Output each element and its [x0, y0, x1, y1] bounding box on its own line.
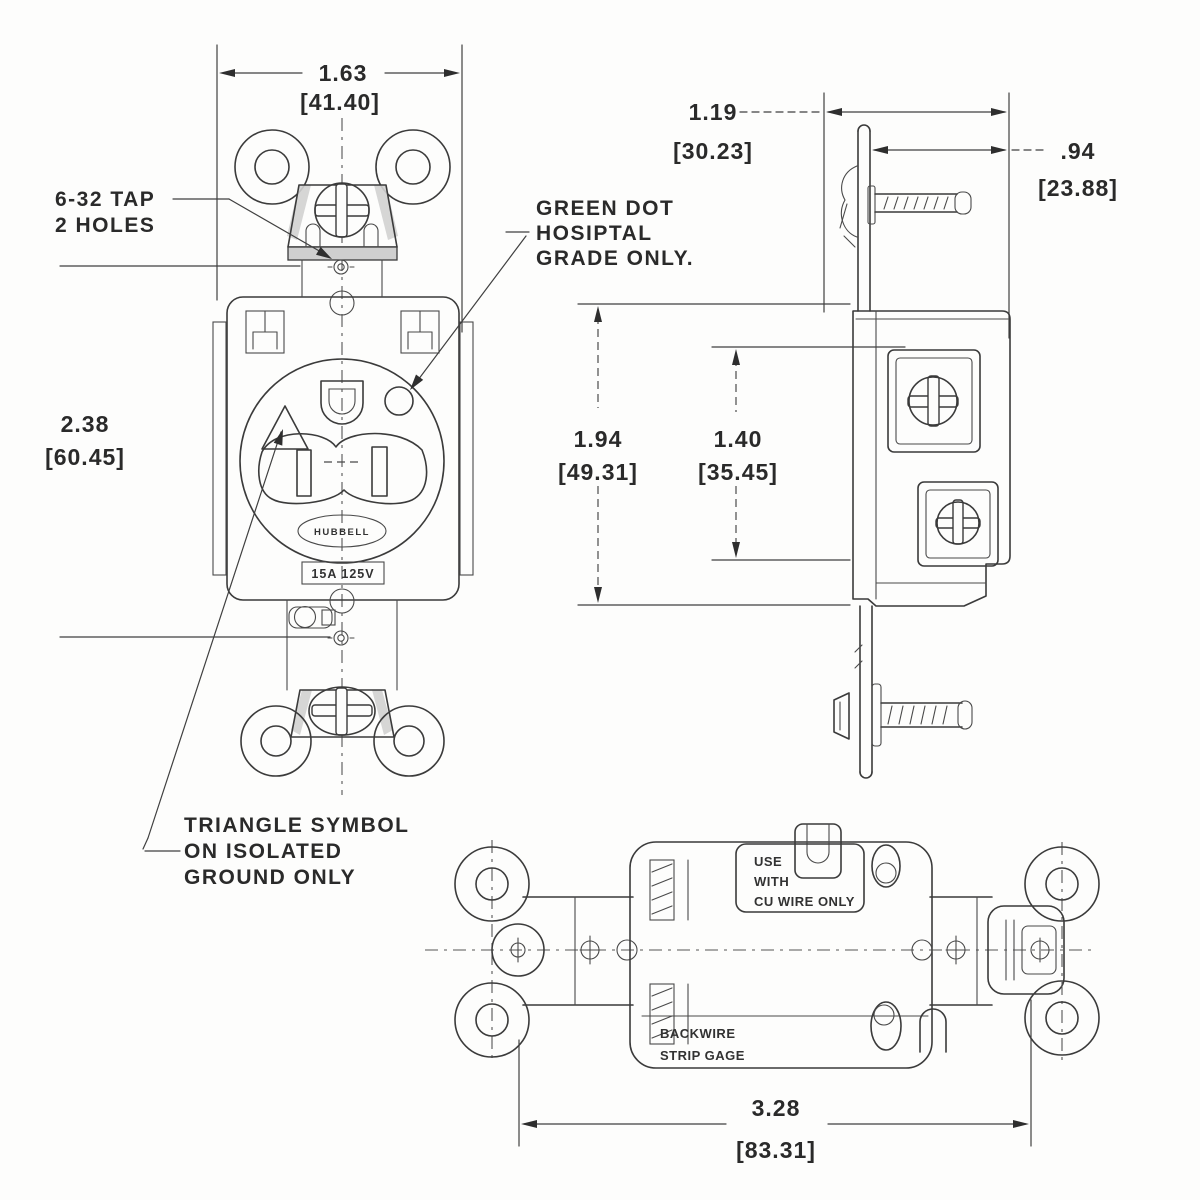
rating-marking: 15A 125V — [311, 567, 374, 581]
isolated-ground-triangle — [261, 405, 309, 450]
dim-depth-overall-mm: [30.23] — [673, 138, 753, 164]
annotations: 6-32 TAP 2 HOLES GREEN DOT HOSIPTAL GRAD… — [55, 188, 694, 889]
dim-face-height-in: 1.40 — [714, 426, 763, 452]
strap-screw-hole-right — [945, 935, 967, 965]
note-green-dot-line1: GREEN DOT — [536, 197, 674, 220]
note-tap-line2: 2 HOLES — [55, 214, 155, 237]
bottom-body-outline — [629, 841, 933, 1069]
green-dot — [384, 386, 414, 416]
use-with-line3: CU WIRE ONLY — [754, 894, 855, 909]
front-bottom-screw — [308, 686, 376, 736]
use-with-line2: WITH — [754, 874, 789, 889]
side-terminal-screw-upper — [887, 349, 981, 453]
side-terminal-screw-lower — [917, 481, 999, 567]
note-triangle-line3: GROUND ONLY — [184, 866, 356, 889]
blade-slot-recess — [258, 432, 428, 505]
note-tap-line1: 6-32 TAP — [55, 188, 155, 211]
leader-arrow-green-dot — [410, 374, 424, 390]
dim-front-width-in: 1.63 — [319, 60, 368, 86]
breakoff-tab-left — [245, 310, 285, 354]
side-view — [577, 92, 1047, 779]
dim-front-width-mm: [41.40] — [300, 89, 380, 115]
brand-marking: HUBBELL — [314, 527, 370, 538]
tap-hole-top — [327, 259, 355, 275]
wire-hole-bottom — [870, 1001, 947, 1053]
dim-overall-length-in: 3.28 — [752, 1095, 801, 1121]
dim-front-height-in: 2.38 — [61, 411, 110, 437]
backwire-line2: STRIP GAGE — [660, 1048, 745, 1063]
front-bottom-mounting-ears — [240, 705, 445, 777]
keyhole-top — [329, 290, 355, 316]
note-triangle-line2: ON ISOLATED — [184, 840, 342, 863]
front-bottom-terminal-bracket — [290, 686, 395, 738]
neutral-clip — [288, 605, 336, 629]
blade-slot-left — [296, 449, 312, 497]
side-strip-left — [212, 321, 227, 576]
keyhole-bottom — [329, 588, 355, 614]
dim-face-height-mm: [35.45] — [698, 459, 778, 485]
front-view: HUBBELL 15A 125V — [59, 44, 474, 795]
ground-slot — [320, 380, 364, 425]
grounding-tab — [794, 823, 842, 879]
wire-clamp — [987, 905, 1065, 995]
dim-depth-body-mm: [23.88] — [1038, 175, 1118, 201]
note-green-dot-line2: HOSIPTAL — [536, 222, 653, 245]
front-body-outline — [226, 296, 460, 601]
backwire-label: BACKWIRE STRIP GAGE — [660, 1026, 745, 1063]
bottom-right-mounting-ears — [1024, 842, 1100, 1060]
front-top-mounting-ears — [234, 129, 451, 205]
mounting-screw-top — [867, 185, 972, 225]
dim-overall-length-mm: [83.31] — [736, 1137, 816, 1163]
dim-body-height-mm: [49.31] — [558, 459, 638, 485]
side-strip-right — [459, 321, 474, 576]
use-with-plate: USE WITH CU WIRE ONLY — [735, 843, 865, 913]
bottom-left-mounting-ears — [454, 840, 545, 1064]
note-green-dot-line3: GRADE ONLY. — [536, 247, 694, 270]
dim-body-height-in: 1.94 — [574, 426, 623, 452]
dim-front-height-mm: [60.45] — [45, 444, 125, 470]
mounting-strap-bottom — [854, 605, 873, 779]
front-top-terminal-bracket — [287, 182, 398, 261]
backwire-ribs — [649, 859, 689, 1045]
breakoff-tab-right — [400, 310, 440, 354]
note-triangle-line1: TRIANGLE SYMBOL — [184, 814, 410, 837]
mounting-screw-bottom — [833, 683, 973, 747]
bottom-view: USE WITH CU WIRE ONLY BACKWIRE STRIP — [425, 823, 1100, 1147]
receptacle-face — [239, 358, 445, 564]
leader-arrow-tap — [316, 246, 332, 259]
side-body-outline — [852, 310, 1011, 607]
leader-arrow-triangle — [273, 429, 283, 446]
strap-screw-hole-left — [579, 935, 601, 965]
dim-depth-overall-in: 1.19 — [689, 99, 738, 125]
backwire-line1: BACKWIRE — [660, 1026, 736, 1041]
blade-slot-right — [371, 446, 388, 497]
dim-depth-body-in: .94 — [1061, 138, 1096, 164]
wire-hole-top — [871, 844, 901, 888]
use-with-line1: USE — [754, 854, 782, 869]
brand-oval — [297, 514, 387, 548]
mounting-strap-top — [839, 124, 871, 312]
front-top-screw — [314, 182, 370, 238]
tap-hole-bottom — [327, 630, 355, 646]
rating-box — [301, 561, 385, 585]
dimension-texts: 1.63 [41.40] 2.38 [60.45] 1.19 [30.23] .… — [45, 60, 1118, 1163]
